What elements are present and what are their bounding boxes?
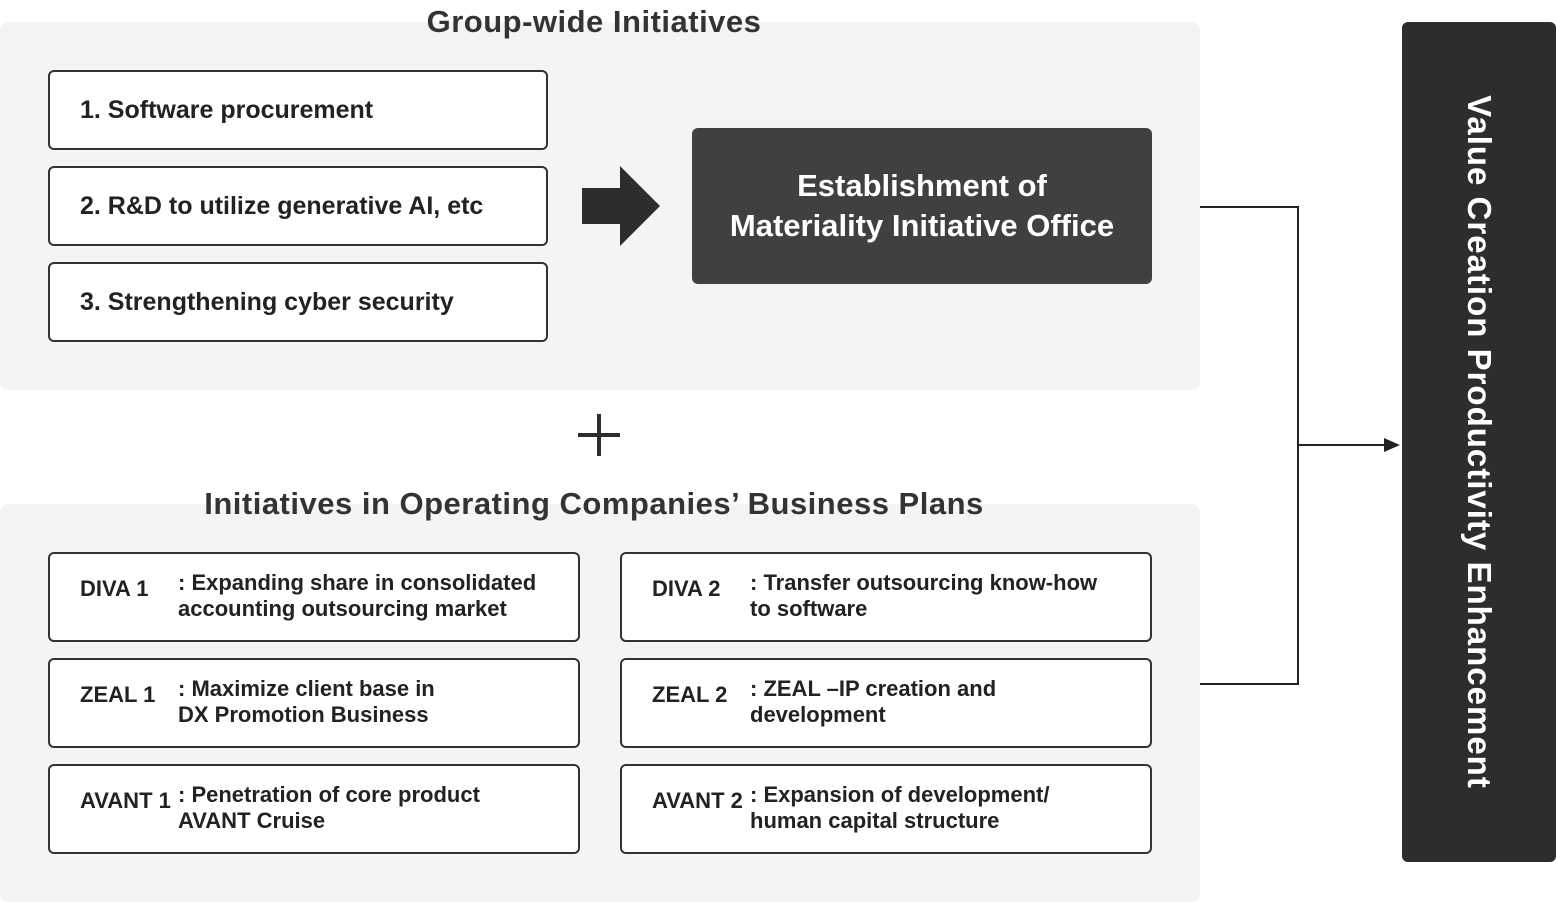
initiative-avant-2: AVANT 2 : Expansion of development/ huma… [620,764,1152,854]
initiative-diva-1: DIVA 1 : Expanding share in consolidated… [48,552,580,642]
initiative-description: : ZEAL –IP creation and development [750,676,997,727]
arrowhead-icon [1384,438,1400,452]
plus-icon [578,414,620,456]
value-creation-label: Value Creation Productivity Enhancement [1461,95,1498,789]
value-creation-bar: Value Creation Productivity Enhancement [1402,22,1556,862]
initiative-code: DIVA 2 [652,576,721,601]
initiative-description: : Expanding share in consolidated accoun… [178,570,537,621]
initiative-zeal-2: ZEAL 2 : ZEAL –IP creation and developme… [620,658,1152,748]
initiative-code: AVANT 1 [80,788,171,813]
initiative-diva-2: DIVA 2 : Transfer outsourcing know-how t… [620,552,1152,642]
initiative-description: : Expansion of development/ human capita… [750,782,1050,833]
group-wide-item-3: 3. Strengthening cyber security [48,262,548,342]
materiality-office-box: Establishment of Materiality Initiative … [692,128,1152,284]
group-wide-item-1: 1. Software procurement [48,70,548,150]
initiative-code: ZEAL 2 [652,682,728,707]
initiative-code: DIVA 1 [80,576,149,601]
initiative-zeal-1: ZEAL 1 : Maximize client base in DX Prom… [48,658,580,748]
group-wide-title: Group-wide Initiatives [426,4,762,39]
initiative-description: : Penetration of core product AVANT Crui… [178,782,480,833]
initiative-description: : Transfer outsourcing know-how to softw… [750,570,1098,621]
arrow-right-icon [582,166,660,246]
operating-companies-title: Initiatives in Operating Companies’ Busi… [204,486,984,521]
initiative-code: AVANT 2 [652,788,743,813]
group-wide-item-2: 2. R&D to utilize generative AI, etc [48,166,548,246]
initiative-code: ZEAL 1 [80,682,156,707]
initiative-avant-1: AVANT 1 : Penetration of core product AV… [48,764,580,854]
initiative-description: : Maximize client base in DX Promotion B… [178,676,435,727]
